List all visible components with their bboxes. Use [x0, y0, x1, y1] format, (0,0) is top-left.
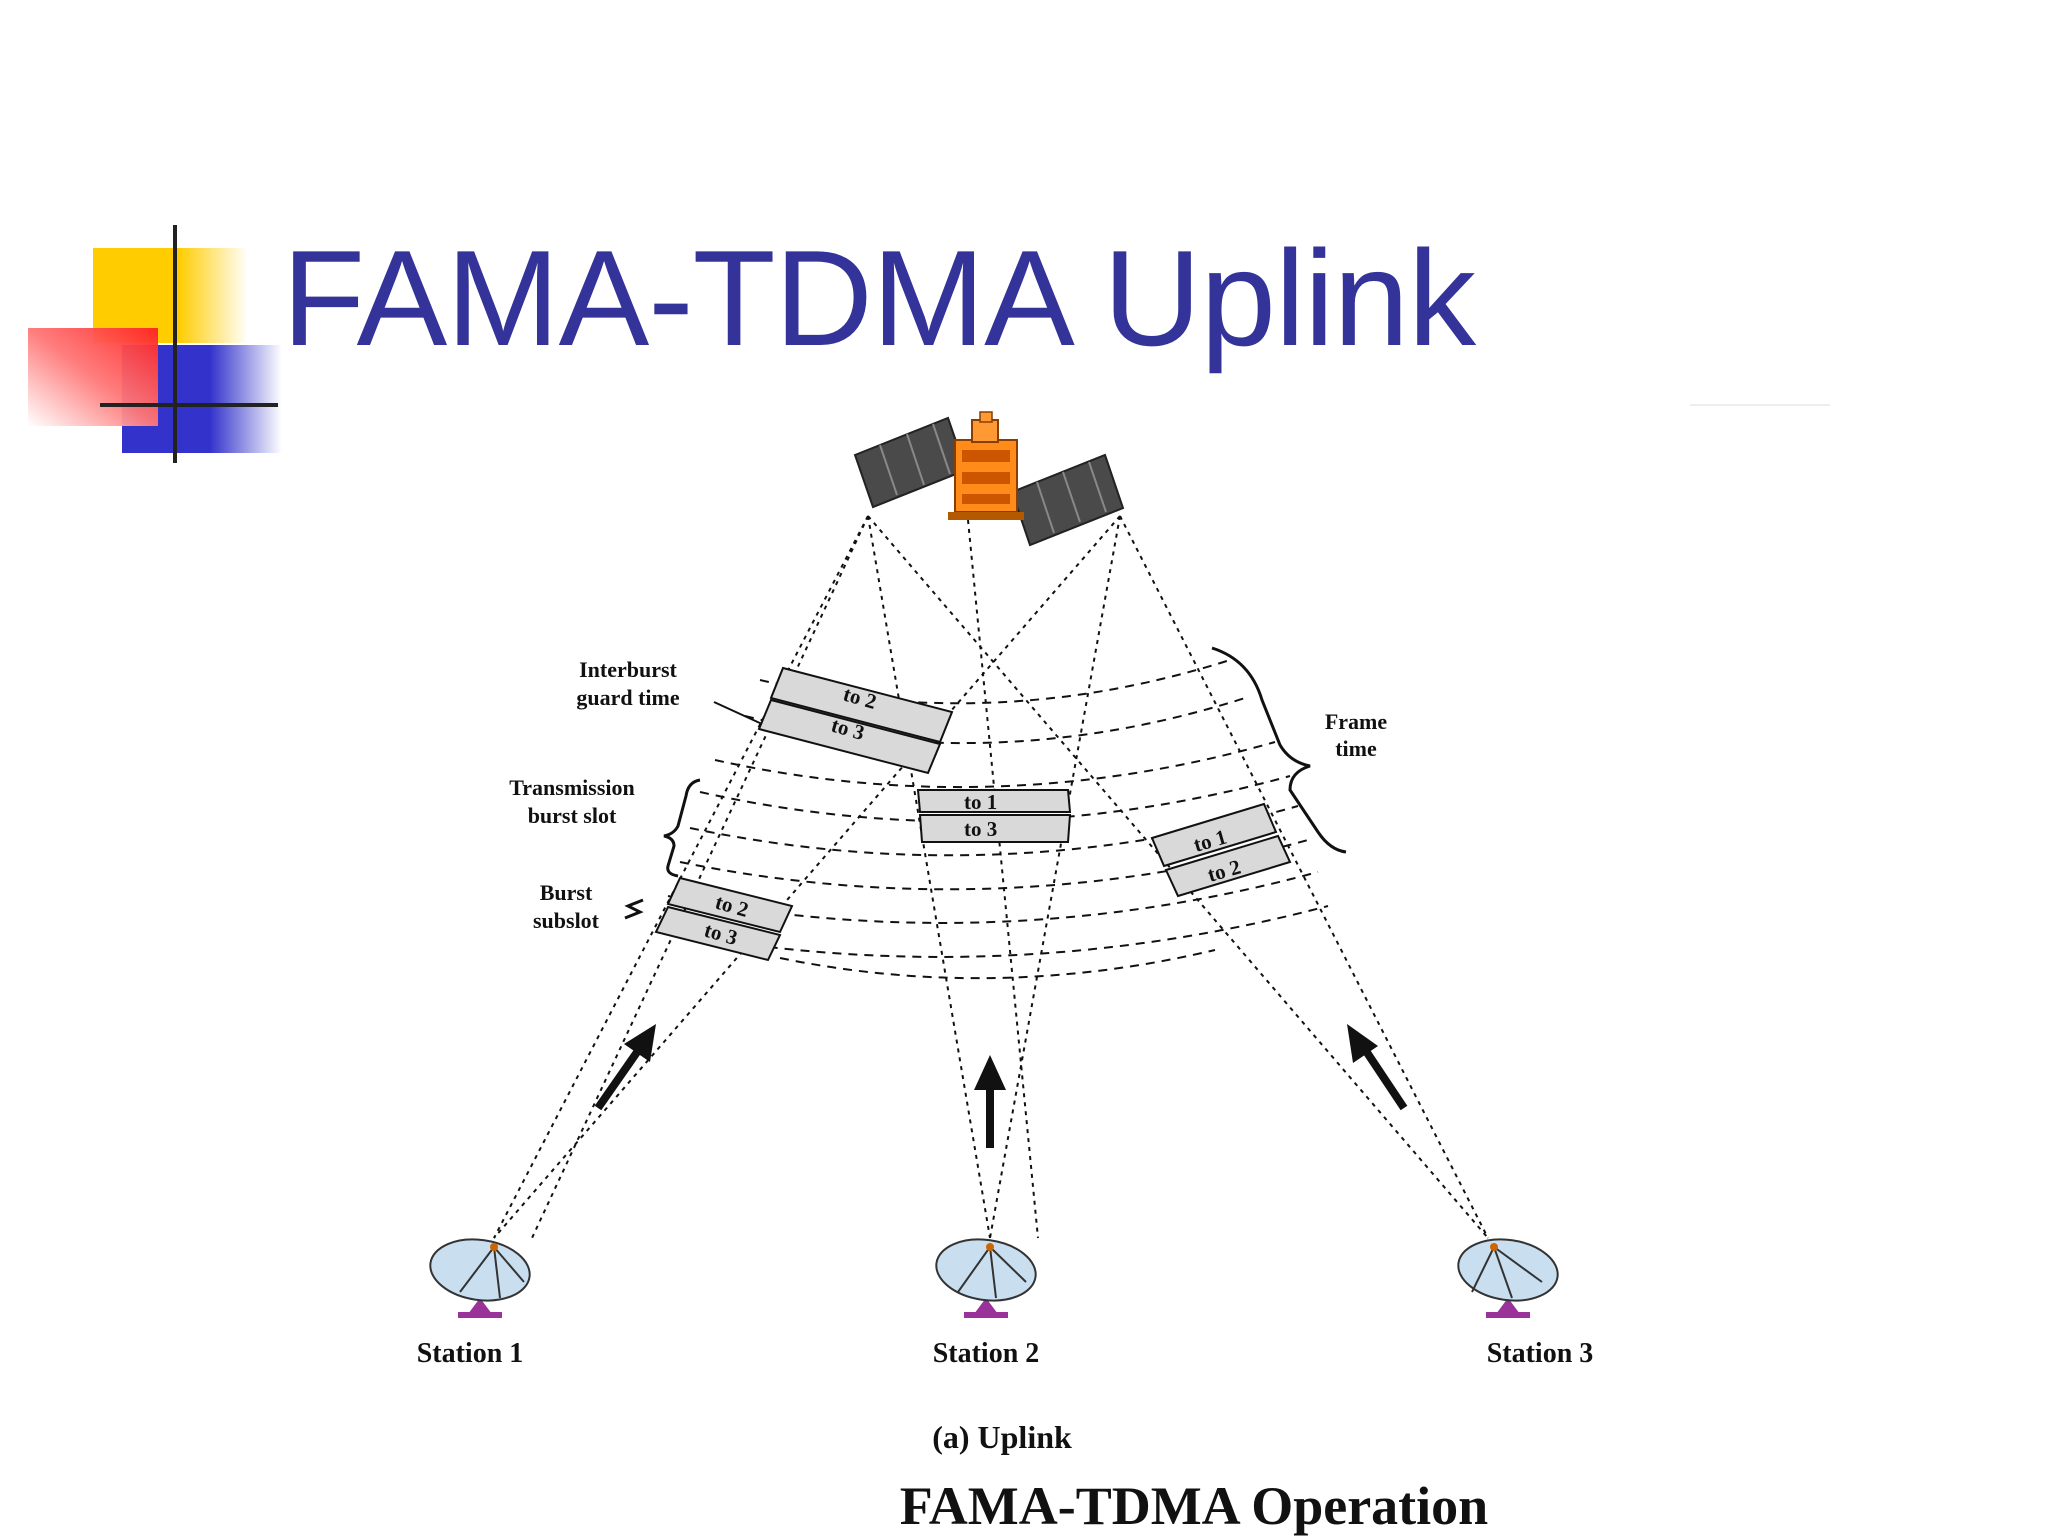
- interburst-label-line2: guard time: [576, 685, 680, 710]
- frame-label-line2: time: [1335, 736, 1377, 761]
- burst-label: to 1: [964, 790, 997, 814]
- slide-logo-icon: [28, 225, 282, 463]
- burst-group-left-lower: to 2 to 3: [654, 876, 794, 962]
- station-2-label: Station 2: [933, 1338, 1040, 1369]
- uplink-arrows: [594, 1024, 1408, 1148]
- burst-label: to 3: [964, 817, 997, 841]
- burst-group-right: to 1 to 2: [1150, 802, 1292, 898]
- frame-label-line1: Frame: [1325, 709, 1388, 734]
- burst-group-left-upper: to 2 to 3: [757, 666, 954, 775]
- subslot-label-line2: subslot: [533, 908, 600, 933]
- station-1-dish-icon: [429, 1238, 531, 1318]
- burst-group-center: to 1 to 3: [916, 789, 1072, 843]
- slide-title: FAMA-TDMA Uplink: [282, 222, 1476, 374]
- diagram-caption: (a) Uplink: [932, 1419, 1072, 1455]
- transmission-label-line2: burst slot: [528, 803, 617, 828]
- station-3-label: Station 3: [1487, 1338, 1594, 1369]
- station-1-label: Station 1: [417, 1338, 524, 1369]
- annotation-brackets: [624, 646, 1347, 920]
- transmission-label-line1: Transmission: [509, 775, 635, 800]
- station-2-dish-icon: [935, 1238, 1037, 1318]
- divider: [1690, 404, 1830, 406]
- figure-title: FAMA-TDMA Operation: [900, 1476, 1488, 1536]
- beam-lines: [493, 515, 1489, 1239]
- subslot-label-line1: Burst: [540, 880, 593, 905]
- station-3-dish-icon: [1457, 1238, 1559, 1318]
- interburst-label-line1: Interburst: [579, 657, 677, 682]
- satellite-icon: [853, 411, 1125, 547]
